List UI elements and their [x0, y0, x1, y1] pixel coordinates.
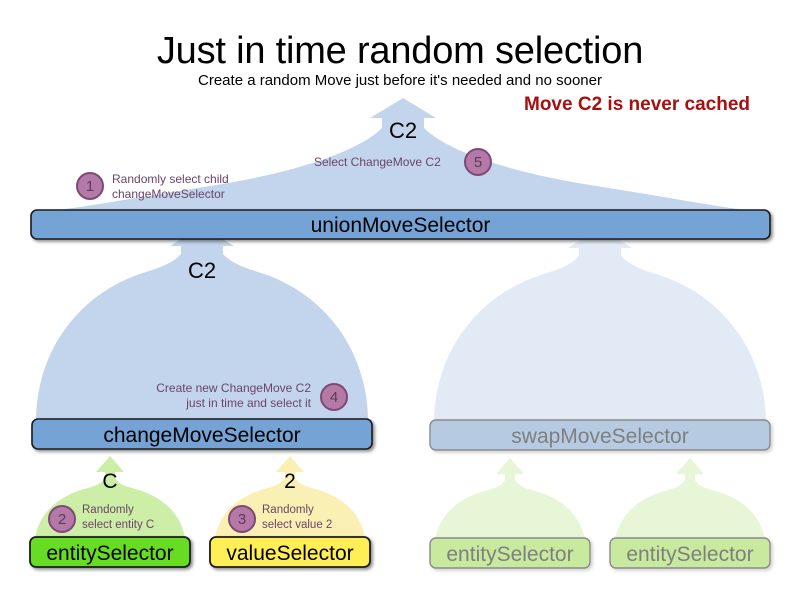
node-swap-entity-selector-2[interactable]	[609, 537, 771, 569]
node-union-move-selector[interactable]	[30, 209, 771, 240]
annotation-text-5-line1: Select ChangeMove C2	[314, 155, 441, 169]
annotation-badge-3: 3	[228, 505, 256, 533]
swap-entity-1-flow-blob	[434, 458, 586, 552]
swap-flow-blob	[434, 228, 766, 424]
node-swap-entity-selector-1[interactable]	[429, 537, 591, 569]
node-label-change-move-selector: changeMoveSelector	[103, 424, 301, 447]
annotation-text-4-line2: just in time and select it	[186, 396, 311, 410]
node-value-selector[interactable]	[209, 536, 371, 568]
node-label-swap-entity-selector-1: entitySelector	[446, 543, 574, 566]
flow-label-union-out: C2	[388, 118, 418, 143]
node-entity-selector[interactable]	[29, 536, 191, 568]
annotation-badge-4: 4	[320, 383, 348, 411]
annotation-badge-1: 1	[76, 172, 104, 200]
node-label-swap-move-selector: swapMoveSelector	[511, 425, 689, 448]
node-swap-move-selector[interactable]	[429, 419, 771, 451]
node-label-entity-selector: entitySelector	[46, 542, 174, 565]
swap-entity-2-flow-blob	[614, 458, 766, 552]
union-flow-blob	[32, 98, 770, 212]
node-change-move-selector[interactable]	[31, 418, 373, 450]
node-label-value-selector: valueSelector	[226, 542, 354, 565]
annotation-badge-5: 5	[464, 148, 492, 176]
annotation-text-1-line2: changeMoveSelector	[112, 187, 225, 201]
annotation-text-4-line1: Create new ChangeMove C2	[156, 381, 311, 395]
never-cached-note: Move C2 is never cached	[524, 94, 750, 115]
page-subtitle: Create a random Move just before it's ne…	[198, 72, 602, 89]
annotation-text-3-line2: select value 2	[262, 519, 333, 531]
node-label-union-move-selector: unionMoveSelector	[310, 214, 491, 237]
flow-label-entity-out: C	[102, 470, 118, 493]
flow-label-change-out: C2	[187, 258, 217, 283]
node-label-swap-entity-selector-2: entitySelector	[626, 543, 754, 566]
annotation-badge-2: 2	[48, 505, 76, 533]
annotation-text-2-line1: Randomly	[82, 504, 134, 516]
flow-label-value-out: 2	[284, 470, 296, 493]
annotation-text-1-line1: Randomly select child	[112, 172, 229, 186]
change-flow-blob	[36, 226, 368, 422]
page-title: Just in time random selection	[156, 30, 644, 72]
annotation-text-3-line1: Randomly	[262, 504, 314, 516]
annotation-text-2-line2: select entity C	[82, 519, 155, 531]
